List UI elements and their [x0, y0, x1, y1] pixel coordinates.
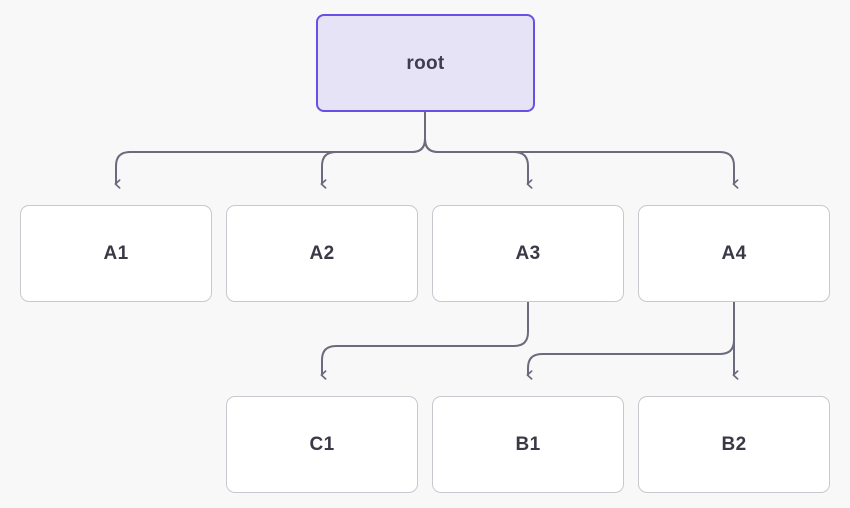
edge-a3-c1 — [320, 302, 529, 380]
node-a1-label: A1 — [103, 243, 129, 264]
node-root-label: root — [406, 52, 445, 74]
edge-root-a1 — [114, 112, 426, 189]
edge-root-a4 — [424, 112, 739, 189]
node-a4[interactable]: A4 — [638, 205, 830, 302]
node-b2-label: B2 — [721, 434, 747, 455]
node-b1[interactable]: B1 — [432, 396, 624, 493]
node-a1[interactable]: A1 — [20, 205, 212, 302]
node-a3[interactable]: A3 — [432, 205, 624, 302]
node-a3-label: A3 — [515, 243, 541, 264]
edge-a4-b1 — [526, 302, 735, 380]
node-c1[interactable]: C1 — [226, 396, 418, 493]
node-a4-label: A4 — [721, 243, 747, 264]
node-b1-label: B1 — [515, 434, 541, 455]
node-c1-label: C1 — [309, 434, 335, 455]
edge-root-a2 — [320, 112, 426, 189]
node-b2[interactable]: B2 — [638, 396, 830, 493]
node-a2-label: A2 — [309, 243, 335, 264]
node-root[interactable]: root — [316, 14, 535, 112]
edge-root-a3 — [424, 112, 533, 189]
node-a2[interactable]: A2 — [226, 205, 418, 302]
